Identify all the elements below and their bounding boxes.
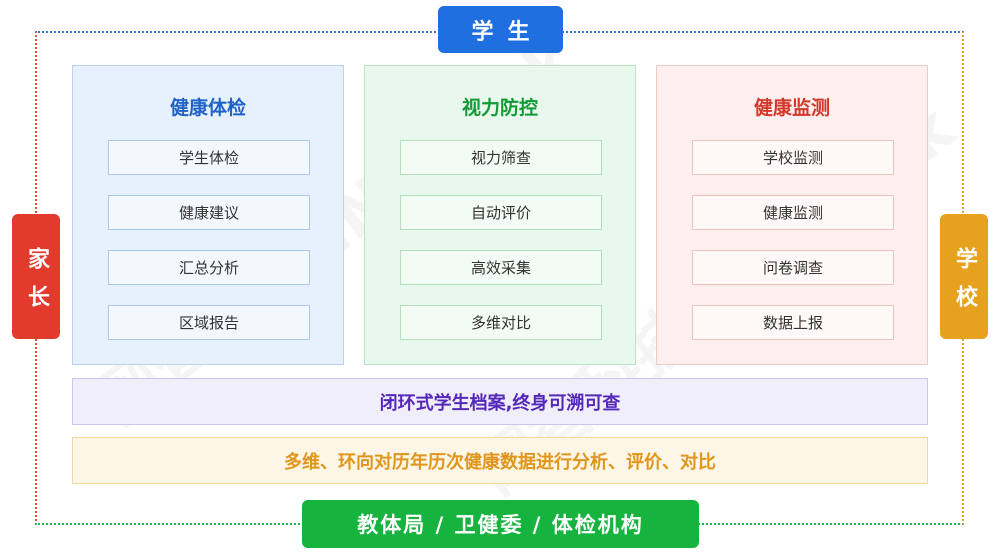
panel-item: 健康监测 bbox=[692, 195, 894, 230]
panel-health-monitoring: 健康监测 学校监测 健康监测 问卷调查 数据上报 bbox=[656, 65, 928, 365]
panel-item: 数据上报 bbox=[692, 305, 894, 340]
panel-title: 健康体检 bbox=[169, 97, 246, 119]
panel-item: 高效采集 bbox=[400, 250, 602, 285]
panel-item: 多维对比 bbox=[400, 305, 602, 340]
panel-item: 区域报告 bbox=[108, 305, 310, 340]
panel-vision-control: 视力防控 视力筛查 自动评价 高效采集 多维对比 bbox=[364, 65, 636, 365]
parent-badge: 家长 bbox=[12, 214, 60, 339]
panel-item: 自动评价 bbox=[400, 195, 602, 230]
school-badge: 学校 bbox=[940, 214, 988, 339]
panel-item: 视力筛查 bbox=[400, 140, 602, 175]
panel-item: 学生体检 bbox=[108, 140, 310, 175]
analysis-bar: 多维、环向对历年历次健康数据进行分析、评价、对比 bbox=[72, 437, 928, 484]
panel-title: 视力防控 bbox=[461, 97, 538, 119]
panel-item: 学校监测 bbox=[692, 140, 894, 175]
archive-bar: 闭环式学生档案,终身可溯可查 bbox=[72, 378, 928, 425]
panel-health-checkup: 健康体检 学生体检 健康建议 汇总分析 区域报告 bbox=[72, 65, 344, 365]
panel-item: 健康建议 bbox=[108, 195, 310, 230]
panel-title: 健康监测 bbox=[753, 97, 830, 119]
authorities-badge: 教体局 / 卫健委 / 体检机构 bbox=[302, 500, 699, 548]
panel-item: 汇总分析 bbox=[108, 250, 310, 285]
panel-item: 问卷调查 bbox=[692, 250, 894, 285]
student-badge: 学生 bbox=[438, 6, 563, 53]
